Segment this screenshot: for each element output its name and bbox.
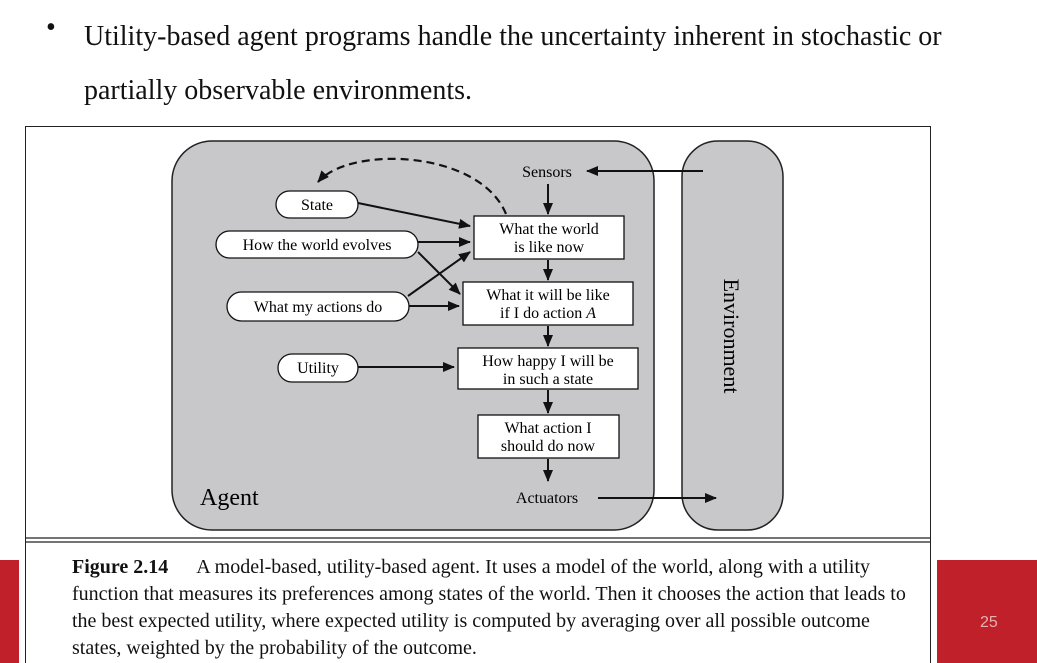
page-number: 25 [980, 614, 998, 631]
sensors-label: Sensors [522, 164, 572, 181]
if-action-box [462, 281, 634, 326]
action-line2: should do now [501, 438, 596, 455]
bullet-dot-icon: • [46, 12, 56, 43]
happy-line1: How happy I will be [482, 353, 614, 370]
left-accent-bar [0, 560, 19, 663]
world-evolves-label: How the world evolves [243, 237, 392, 254]
world-now-box [473, 215, 625, 260]
world-now-line2: is like now [514, 239, 585, 256]
world-now-to-state-dashed-arrow [317, 157, 508, 215]
happy-line2: in such a state [503, 371, 593, 388]
if-action-variable: A [585, 305, 596, 322]
state-pill [275, 190, 359, 219]
if-action-line1: What it will be like [486, 287, 610, 304]
utility-label: Utility [297, 360, 339, 377]
action-box [477, 414, 620, 459]
actuators-label: Actuators [516, 490, 578, 507]
world-evolves-pill [215, 230, 419, 259]
right-accent-bar [937, 560, 1037, 663]
agent-panel [171, 140, 655, 531]
agent-label: Agent [200, 485, 259, 511]
world-now-line1: What the world [499, 221, 599, 238]
state-to-world-now-arrow [357, 202, 471, 229]
if-action-line2-text: if I do action [500, 305, 586, 322]
environment-label: Environment [719, 279, 744, 394]
my-actions-label: What my actions do [254, 299, 382, 316]
action-line1: What action I [504, 420, 591, 437]
caption-text: A model-based, utility-based agent. It u… [72, 556, 906, 659]
actions-to-world-now-arrow [407, 251, 471, 297]
bullet-text: Utility-based agent programs handle the … [84, 21, 942, 106]
happy-box [457, 347, 639, 390]
if-action-line2: if I do action A [500, 305, 596, 322]
environment-panel [681, 140, 784, 531]
caption-label: Figure 2.14 [72, 556, 169, 578]
state-label: State [301, 197, 333, 214]
